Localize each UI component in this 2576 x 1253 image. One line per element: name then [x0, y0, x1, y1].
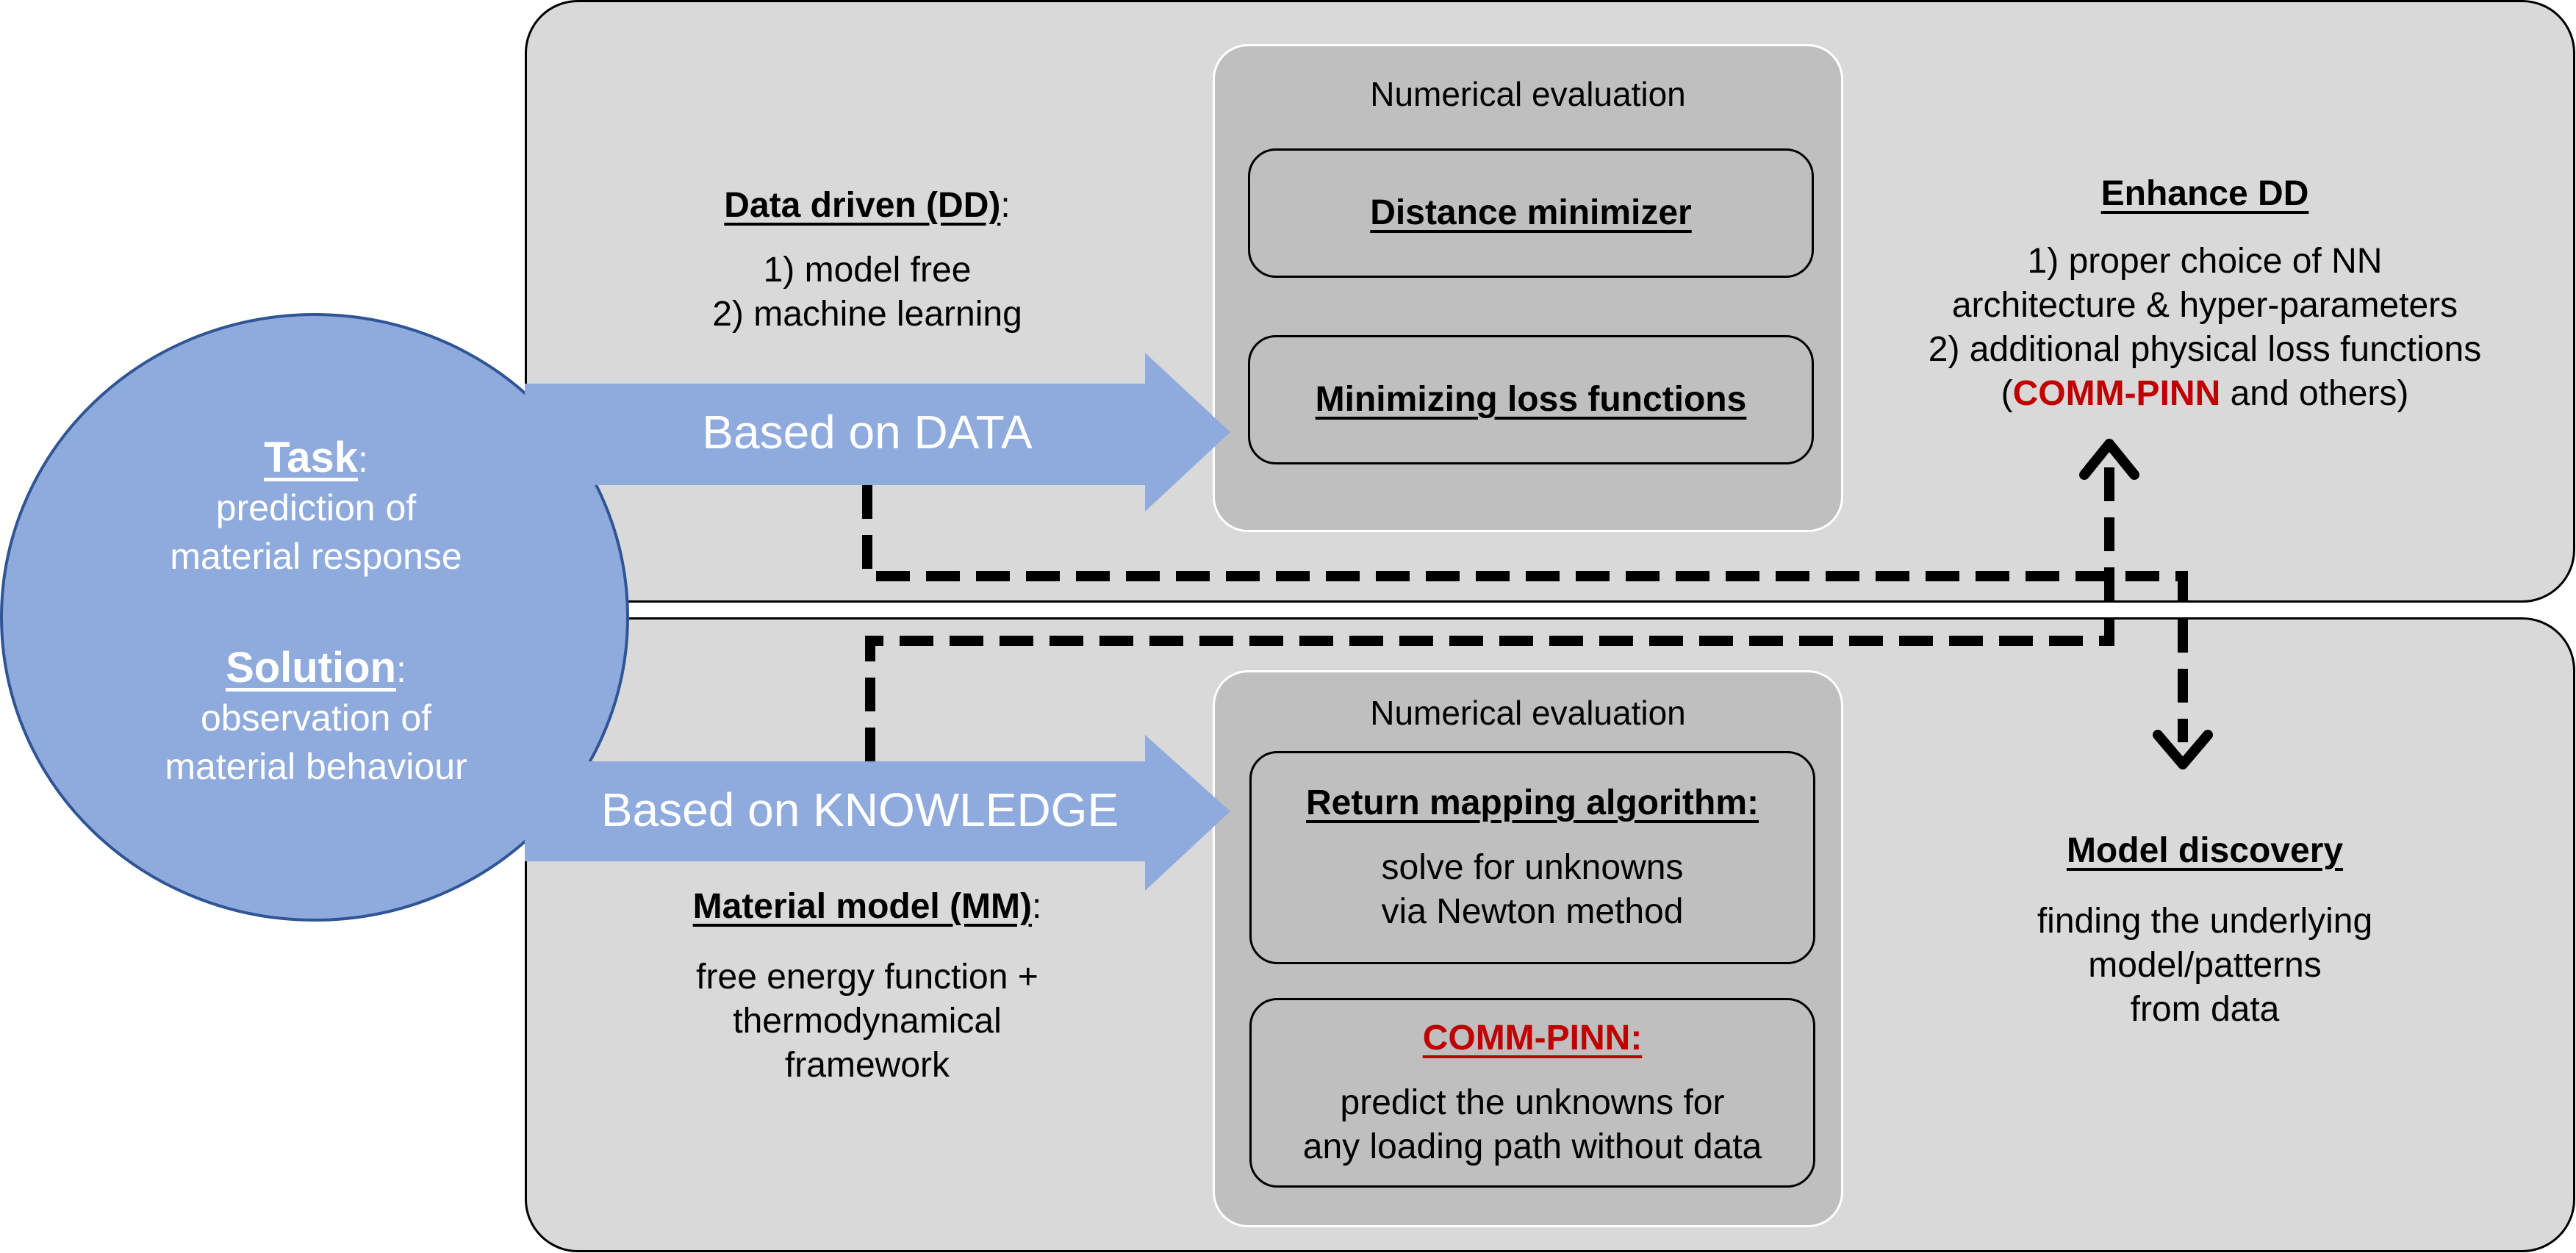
- solution-text-line-1: observation of: [200, 697, 432, 739]
- data-driven-heading: Data driven (DD): [724, 186, 1001, 225]
- knowledge-arrow-label: Based on KNOWLEDGE: [600, 783, 1119, 836]
- material-model-line-2: thermodynamical: [733, 1002, 1002, 1041]
- bottom-evaluation-panel: [1213, 670, 1843, 1227]
- enhance-dd-line-4: (COMM-PINN and others): [1881, 372, 2528, 416]
- model-discovery-line-3: from data: [2130, 990, 2280, 1029]
- data-driven-block: Data driven (DD): 1) model free 2) machi…: [647, 184, 1088, 337]
- solution-block: Solution: observation of material behavi…: [96, 644, 537, 791]
- comm-pinn-line-1: predict the unknowns for: [1340, 1083, 1725, 1122]
- data-driven-line-1: 1) model free: [763, 251, 972, 290]
- material-model-line-1: free energy function +: [696, 958, 1038, 997]
- knowledge-arrow: [525, 735, 1230, 891]
- bottom-evaluation-title: Numerical evaluation: [1370, 694, 1686, 732]
- model-discovery-line-2: model/patterns: [2088, 946, 2322, 985]
- distance-minimizer-box: Distance minimizer: [1248, 148, 1814, 278]
- solution-colon: :: [396, 649, 406, 690]
- material-model-block: Material model (MM): free energy functio…: [632, 885, 1102, 1088]
- task-block: Task: prediction of material response: [96, 434, 537, 581]
- material-model-line-3: framework: [784, 1046, 950, 1085]
- task-text-line-2: material response: [170, 536, 462, 577]
- enhance-dd-line-2: architecture & hyper-parameters: [1951, 286, 2458, 325]
- task-colon: :: [358, 439, 368, 480]
- minimizing-loss-box: Minimizing loss functions: [1248, 335, 1814, 464]
- comm-pinn-line-2: any loading path without data: [1302, 1127, 1762, 1166]
- enhance-comm-pinn: COMM-PINN: [2012, 374, 2221, 413]
- material-model-colon: :: [1032, 887, 1042, 926]
- data-driven-colon: :: [1000, 186, 1011, 225]
- dashed-connector-to-enhance: [865, 451, 2114, 761]
- solution-text-line-2: material behaviour: [165, 746, 467, 787]
- distance-minimizer-label: Distance minimizer: [1370, 193, 1692, 232]
- model-discovery-line-1: finding the underlying: [2037, 902, 2373, 941]
- return-mapping-line-1: solve for unknowns: [1381, 848, 1684, 887]
- return-mapping-heading: Return mapping algorithm:: [1306, 783, 1759, 822]
- enhance-dd-line-3: 2) additional physical loss functions: [1928, 330, 2482, 369]
- task-heading: Task: [264, 434, 358, 481]
- minimizing-loss-label: Minimizing loss functions: [1315, 380, 1747, 419]
- material-model-heading: Material model (MM): [692, 887, 1033, 926]
- data-driven-line-2: 2) machine learning: [712, 295, 1022, 334]
- enhance-arrowhead: [2079, 439, 2139, 480]
- comm-pinn-box: COMM-PINN: predict the unknowns for any …: [1249, 998, 1815, 1188]
- return-mapping-box: Return mapping algorithm: solve for unkn…: [1249, 751, 1815, 964]
- data-arrow: [525, 353, 1230, 511]
- enhance-dd-heading: Enhance DD: [2100, 174, 2309, 213]
- model-discovery-block: Model discovery finding the underlying m…: [1911, 829, 2499, 1032]
- enhance-rest: and others): [2220, 374, 2409, 413]
- enhance-open-paren: (: [2001, 374, 2013, 413]
- return-mapping-line-2: via Newton method: [1381, 892, 1684, 931]
- enhance-dd-line-1: 1) proper choice of NN: [2027, 242, 2383, 281]
- data-arrow-label: Based on DATA: [702, 406, 1033, 459]
- enhance-dd-block: Enhance DD 1) proper choice of NN archit…: [1881, 172, 2528, 416]
- top-evaluation-panel: [1213, 44, 1843, 532]
- task-circle: [0, 313, 629, 922]
- solution-heading: Solution: [226, 644, 397, 692]
- task-text-line-1: prediction of: [215, 487, 417, 528]
- comm-pinn-heading: COMM-PINN:: [1422, 1019, 1643, 1058]
- top-evaluation-title: Numerical evaluation: [1370, 75, 1686, 113]
- discovery-arrowhead: [2153, 730, 2213, 769]
- model-discovery-heading: Model discovery: [2066, 831, 2344, 870]
